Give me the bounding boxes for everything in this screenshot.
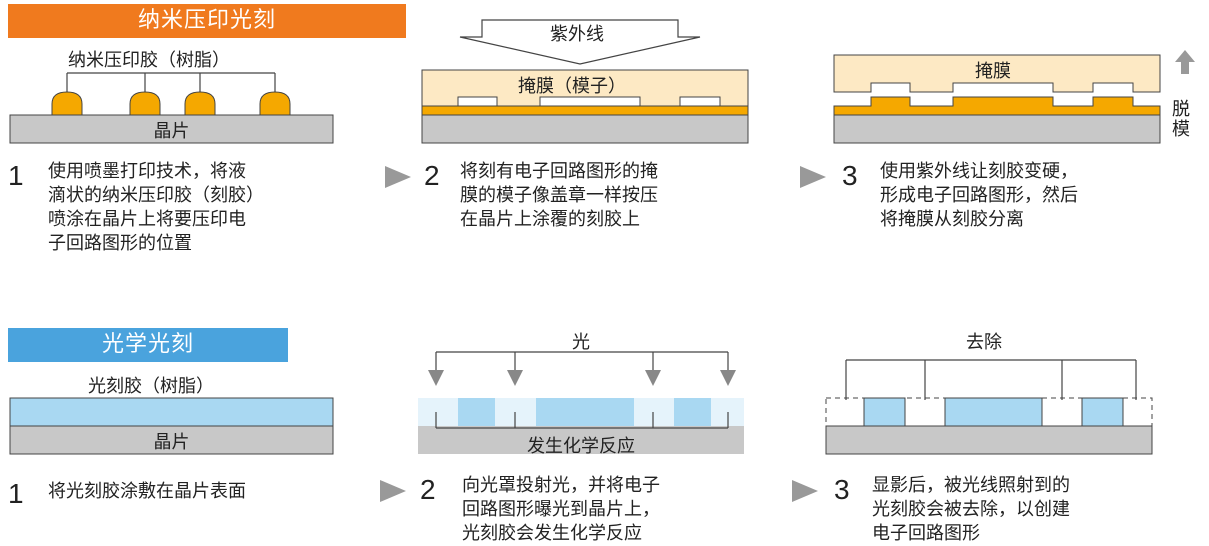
nano-step2-wafer	[421, 114, 749, 144]
photo-step1-number: 1	[8, 478, 24, 509]
photolithography-banner: 光学光刻	[8, 328, 288, 362]
photoresist-layer	[9, 397, 334, 427]
photo-step3-text: 显影后，被光线照射到的 光刻胶会被去除，以创建 电子回路图形	[872, 475, 1070, 544]
step-arrow-icon	[792, 480, 818, 502]
nano-step1-number: 1	[8, 160, 24, 191]
remaining-resist	[1081, 397, 1124, 427]
step-arrow-icon	[800, 166, 826, 188]
light-label: 光	[572, 332, 590, 353]
photo-step1-wafer-label: 晶片	[153, 432, 190, 453]
nanoimprint-banner: 纳米压印光刻	[8, 4, 406, 38]
mold-label: 掩膜（模子）	[518, 76, 626, 97]
nano-step2-text: 将刻有电子回路图形的掩 膜的模子像盖章一样按压 在晶片上涂覆的刻胶上	[460, 161, 658, 230]
photo-step3-wafer	[825, 425, 1153, 455]
light-arrow-icon	[720, 370, 736, 386]
nano-step2-number: 2	[424, 160, 440, 191]
nano-step2-drawing	[421, 19, 749, 144]
photoresist-label: 光刻胶（树脂）	[88, 376, 214, 397]
photo-step1-text: 将光刻胶涂敷在晶片表面	[48, 481, 246, 502]
demold-label: 脱 模	[1172, 99, 1190, 140]
photo-step3-number: 3	[834, 474, 850, 505]
photo-step2-text: 向光罩投射光，并将电子 回路图形曝光到晶片上， 光刻胶会发生化学反应	[462, 475, 660, 544]
patterned-resin	[833, 96, 1161, 116]
photo-step1-drawing	[9, 397, 334, 455]
photo-step1-wafer	[9, 425, 334, 455]
light-arrow-icon	[645, 370, 661, 386]
uv-label: 紫外线	[550, 24, 604, 45]
uv-arrow	[459, 19, 701, 65]
remove-label: 去除	[966, 332, 1002, 353]
mold-pressed	[421, 69, 749, 107]
reaction-label: 发生化学反应	[527, 436, 635, 457]
unexposed-resist	[458, 398, 495, 426]
step-arrow-icon	[385, 166, 411, 188]
up-arrow-icon	[1175, 50, 1195, 74]
nano-step3-drawing	[833, 50, 1195, 144]
nano-step3-number: 3	[842, 160, 858, 191]
remaining-resist	[863, 397, 906, 427]
resin-droplet	[184, 91, 216, 116]
unexposed-resist	[674, 398, 711, 426]
step-arrow-icon	[380, 480, 406, 502]
photo-step2-drawing	[418, 351, 744, 454]
photo-step2-number: 2	[420, 474, 436, 505]
light-arrow-icon	[428, 370, 444, 386]
unexposed-resist	[536, 398, 634, 426]
photolithography-title: 光学光刻	[101, 332, 194, 357]
resin-label: 纳米压印胶（树脂）	[68, 50, 230, 71]
light-arrow-icon	[507, 370, 523, 386]
nano-step1-drawing	[9, 72, 334, 144]
nano-step1-wafer-label: 晶片	[153, 121, 190, 142]
nano-step3-text: 使用紫外线让刻胶变硬， 形成电子回路图形，然后 将掩膜从刻胶分离	[880, 161, 1078, 230]
mold-lifted	[833, 54, 1161, 93]
resin-droplet	[51, 91, 83, 116]
resin-droplet	[259, 91, 291, 116]
remaining-resist	[944, 397, 1043, 427]
photo-step2-wafer	[418, 426, 744, 454]
nano-step1-wafer	[9, 114, 334, 144]
mold-label-step3: 掩膜	[975, 61, 1011, 82]
nano-step3-wafer	[833, 114, 1161, 144]
photo-step3-drawing	[825, 359, 1153, 455]
resin-layer	[421, 105, 749, 116]
nano-step1-text: 使用喷墨打印技术，将液 滴状的纳米压印胶（刻胶） 喷涂在晶片上将要压印电 子回路…	[48, 161, 264, 254]
nanoimprint-title: 纳米压印光刻	[137, 8, 276, 33]
resin-droplet	[129, 91, 161, 116]
